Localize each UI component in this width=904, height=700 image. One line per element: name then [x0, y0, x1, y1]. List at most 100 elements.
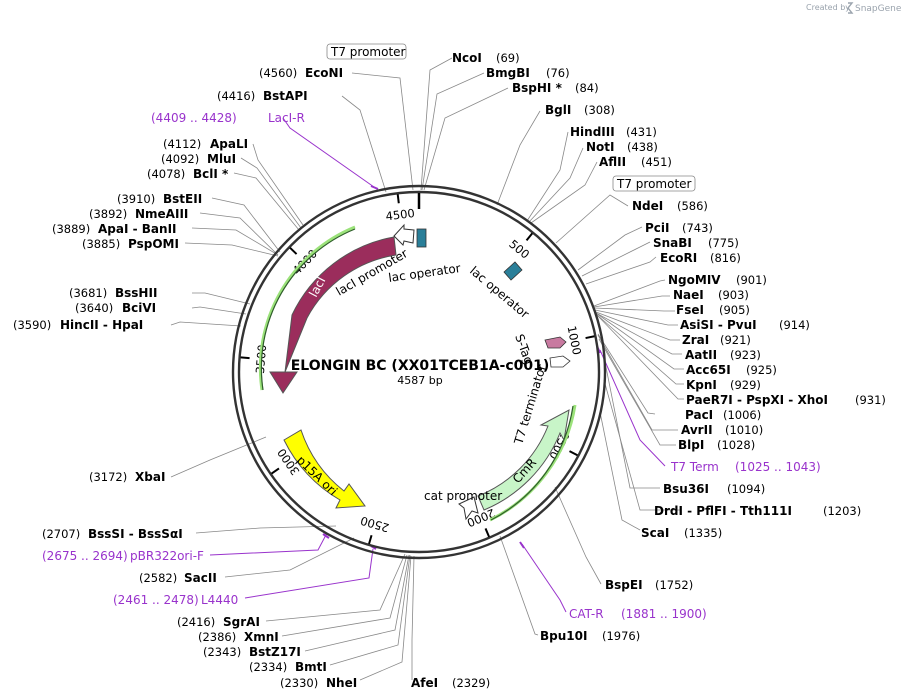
enzyme-blpi[interactable]: BlpI	[678, 438, 704, 452]
t7-promoter-box-2-label: T7 promoter	[616, 177, 692, 191]
feature-cat-promoter-arrow	[458, 496, 479, 521]
primer-l4440-range: (2461 .. 2478)	[113, 593, 199, 607]
primer-pbr322ori-f[interactable]: pBR322ori-F	[130, 549, 204, 563]
enzyme-sgrai-pos: (2416)	[177, 615, 215, 629]
enzyme-bsshii[interactable]: BssHII	[115, 286, 157, 300]
primer-t7-term[interactable]: T7 Term	[670, 460, 719, 474]
scale-tick-label: 4500	[385, 206, 416, 223]
feature-s-tag	[544, 336, 567, 349]
feature-lac-operator-2	[503, 261, 523, 281]
enzyme-bsssi[interactable]: BssSI - BssSαI	[88, 527, 183, 541]
leader-lines	[170, 57, 684, 681]
enzyme-bcli[interactable]: BclI *	[193, 167, 229, 181]
enzyme-apali[interactable]: ApaLI	[210, 137, 248, 151]
enzyme-avrii-pos: (1010)	[725, 423, 763, 437]
enzyme-bsteii[interactable]: BstEII	[163, 192, 202, 206]
enzyme-paci[interactable]: PacI	[685, 408, 713, 422]
enzyme-drdi-pflfi-tth111i[interactable]: DrdI - PflFI - Tth111I	[654, 504, 792, 518]
enzyme-mlui[interactable]: MluI	[207, 152, 236, 166]
enzyme-pspomi[interactable]: PspOMI	[128, 237, 179, 251]
enzyme-ecori[interactable]: EcoRI	[660, 251, 697, 265]
enzyme-zrai-pos: (921)	[720, 333, 751, 347]
enzyme-scai-pos: (1335)	[684, 526, 722, 540]
enzyme-paer7i-pspxi-xhoi[interactable]: PaeR7I - PspXI - XhoI	[686, 393, 828, 407]
enzyme-snabi[interactable]: SnaBI	[653, 236, 692, 250]
enzyme-kpni[interactable]: KpnI	[686, 378, 717, 392]
primer-cat-r[interactable]: CAT-R	[569, 607, 604, 621]
enzyme-ndei[interactable]: NdeI	[632, 199, 663, 213]
enzyme-hindiii[interactable]: HindIII	[570, 125, 615, 139]
enzyme-bpu10i[interactable]: Bpu10I	[540, 629, 587, 643]
enzyme-hindiii-pos: (431)	[626, 125, 657, 139]
enzyme-econi[interactable]: EcoNI	[305, 66, 343, 80]
primer-l4440[interactable]: L4440	[201, 593, 238, 607]
enzyme-bmti[interactable]: BmtI	[295, 660, 327, 674]
enzyme-bcivi[interactable]: BciVI	[122, 301, 156, 315]
enzyme-nmeaiii[interactable]: NmeAIII	[135, 207, 188, 221]
enzyme-xbai-pos: (3172)	[89, 470, 127, 484]
scale-tick-label: 2500	[359, 513, 391, 535]
backbone	[231, 184, 607, 560]
feature-p15a-ori-label: p15A ori	[294, 453, 340, 498]
enzyme-apai-banii-pos: (3889)	[52, 222, 90, 236]
feature-lac-operator-2-label: lac operator	[467, 264, 532, 322]
enzyme-scai[interactable]: ScaI	[641, 526, 669, 540]
enzyme-nhei[interactable]: NheI	[326, 676, 357, 690]
plasmid-name: ELONGIN BC (XX01TCEB1A-c001)	[291, 358, 550, 374]
primer-laci-r[interactable]: LacI-R	[268, 111, 305, 125]
enzymes-right: NcoI (69) BmgBI (76) BspHI * (84) BglI (…	[411, 51, 886, 690]
backbone-inner	[237, 190, 601, 554]
feature-laci-glow	[258, 225, 356, 391]
enzyme-xbai[interactable]: XbaI	[135, 470, 165, 484]
enzyme-ncoi[interactable]: NcoI	[452, 51, 482, 65]
enzyme-aflii[interactable]: AflII	[599, 155, 626, 169]
enzyme-bmgbi[interactable]: BmgBI	[486, 66, 530, 80]
scale-tick	[396, 194, 400, 204]
enzyme-bstz17i-pos: (2343)	[203, 645, 241, 659]
enzyme-hincii-hpai[interactable]: HincII - HpaI	[60, 318, 143, 332]
enzyme-asisi-pvui[interactable]: AsiSI - PvuI	[680, 318, 757, 332]
enzyme-bspei[interactable]: BspEI	[605, 578, 643, 592]
enzyme-pcii-pos: (743)	[682, 221, 713, 235]
enzyme-zrai[interactable]: ZraI	[682, 333, 709, 347]
enzyme-bsu36i-pos: (1094)	[727, 482, 765, 496]
enzyme-acc65i[interactable]: Acc65I	[686, 363, 731, 377]
enzyme-naei-pos: (903)	[718, 288, 749, 302]
t7-promoter-box-1: T7 promoter	[326, 43, 407, 60]
enzyme-ndei-pos: (586)	[677, 199, 708, 213]
enzyme-apai-banii[interactable]: ApaI - BanII	[98, 222, 177, 236]
enzyme-bsphi-pos: (84)	[575, 81, 599, 95]
enzyme-afei[interactable]: AfeI	[411, 676, 438, 690]
enzyme-aflii-pos: (451)	[641, 155, 672, 169]
enzyme-sacii-pos: (2582)	[139, 571, 177, 585]
enzyme-xmni[interactable]: XmnI	[244, 630, 279, 644]
enzyme-sacii[interactable]: SacII	[184, 571, 217, 585]
enzyme-bstapi[interactable]: BstAPI	[263, 89, 308, 103]
enzyme-sgrai[interactable]: SgrAI	[223, 615, 260, 629]
enzyme-noti[interactable]: NotI	[586, 140, 615, 154]
enzyme-bcivi-pos: (3640)	[75, 301, 113, 315]
scale-tick-label: 500	[506, 237, 532, 262]
enzyme-aatii[interactable]: AatII	[685, 348, 717, 362]
enzyme-nmeaiii-pos: (3892)	[89, 207, 127, 221]
enzyme-bsphi[interactable]: BspHI *	[512, 81, 563, 95]
enzyme-avrii[interactable]: AvrII	[681, 423, 713, 437]
enzyme-naei[interactable]: NaeI	[673, 288, 704, 302]
enzyme-bstz17i[interactable]: BstZ17I	[249, 645, 301, 659]
enzyme-ngomiv[interactable]: NgoMIV	[668, 273, 721, 287]
primer-laci-r-range: (4409 .. 4428)	[151, 111, 237, 125]
enzyme-fsei[interactable]: FseI	[676, 303, 704, 317]
scale-tick	[289, 247, 298, 255]
snapgene-logo-icon	[847, 2, 854, 14]
t7-promoter-box-2: T7 promoter	[612, 175, 696, 192]
enzyme-bgli-pos: (308)	[584, 103, 615, 117]
plasmid-length: 4587 bp	[397, 374, 442, 387]
enzyme-acc65i-pos: (925)	[746, 363, 777, 377]
enzyme-bpu10i-pos: (1976)	[602, 629, 640, 643]
feature-laci-promoter-arrow	[393, 223, 415, 246]
enzyme-bgli[interactable]: BglI	[545, 103, 571, 117]
enzyme-pcii[interactable]: PciI	[645, 221, 670, 235]
enzyme-bsu36i[interactable]: Bsu36I	[663, 482, 709, 496]
enzyme-nhei-pos: (2330)	[280, 676, 318, 690]
